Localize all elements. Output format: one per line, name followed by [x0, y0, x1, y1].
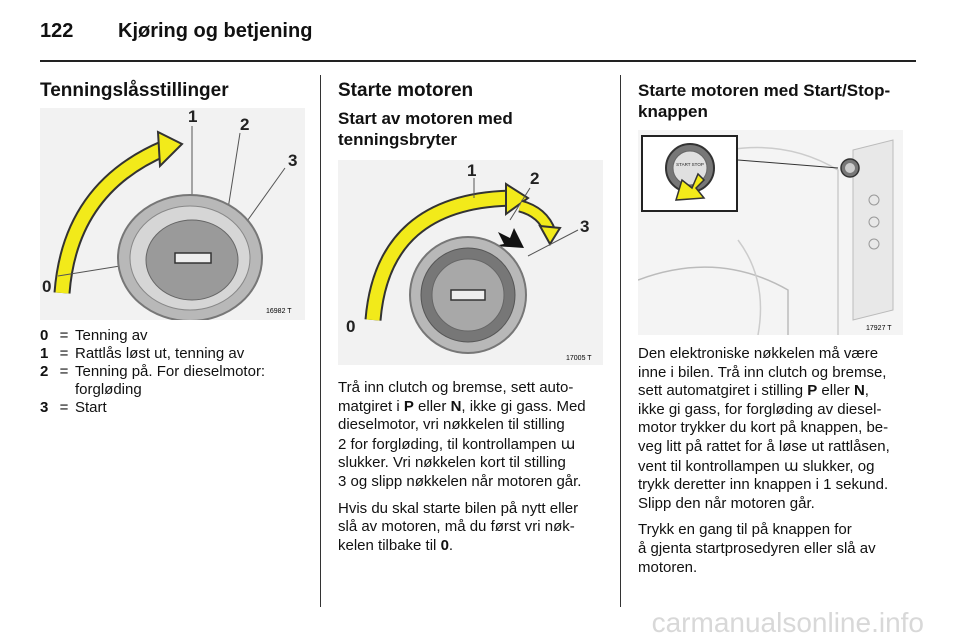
arrow-arc [366, 191, 514, 321]
key-slot [174, 252, 212, 264]
start-arrow-head [538, 224, 562, 246]
dash-outline [727, 146, 839, 335]
pointer-line [737, 159, 839, 169]
text-line: slukker, og [802, 457, 875, 475]
arrow-head [156, 130, 184, 169]
legend-item: 1=Rattlås løst ut, tenning av [40, 345, 245, 362]
press-arrow [674, 172, 706, 201]
text-line: motor trykker du kort på knappen, be- [638, 419, 889, 437]
glow-plug-icon: ɯ [560, 434, 576, 453]
figure-code: 17005 T [566, 355, 592, 362]
start-stop-button-text: START STOP [676, 162, 704, 167]
middle-paragraph-2: Hvis du skal starte bilen på nytt eller … [338, 500, 608, 556]
column-divider-2 [620, 75, 621, 607]
figure-label-2: 2 [240, 115, 249, 134]
figure-label-0: 0 [346, 317, 355, 336]
legend-item: 2=Tenning på. For dieselmotor: forglødin… [40, 363, 266, 398]
arrow-arc [55, 142, 168, 294]
pointer-line-3 [527, 229, 579, 257]
figure-code: 16982 T [266, 308, 292, 315]
text-line: å gjenta startprosedyren eller slå av [638, 539, 876, 557]
figure-label-0: 0 [42, 277, 51, 296]
text-line: vent til kontrollampen [638, 457, 780, 475]
arrow-head [505, 182, 530, 216]
text-line: kelen tilbake til 0. [338, 536, 454, 554]
figure-label-3: 3 [580, 217, 589, 236]
watermark: carmanualsonline.info [651, 607, 924, 638]
text-line: motoren. [638, 558, 698, 576]
text-line: 3 og slipp nøkkelen når motoren går. [338, 472, 582, 490]
console-knob [868, 216, 880, 228]
middle-subheading: Start av motoren med tenningsbryter [338, 109, 513, 149]
text-line: inne i bilen. Trå inn clutch og bremse, [638, 363, 887, 381]
ignition-positions-figure: 1 2 3 0 16982 T [40, 108, 305, 320]
middle-body: Trå inn clutch og bremse, sett auto- mat… [338, 379, 608, 563]
text-line: 2 for forgløding, til kontrollampen [338, 435, 557, 453]
right-paragraph-2: Trykk en gang til på knappen for å gjent… [638, 521, 913, 577]
text-line: Slipp den når motoren går. [638, 494, 815, 512]
return-arrow [494, 228, 524, 248]
right-body: Den elektroniske nøkkelen må være inne i… [638, 345, 913, 585]
glow-plug-icon: ɯ [783, 456, 799, 475]
column-outline [737, 239, 762, 335]
text-line: dieselmotor, vri nøkkelen til stilling [338, 416, 565, 434]
column-divider-1 [320, 75, 321, 607]
middle-heading: Starte motoren [338, 80, 474, 101]
text-line: sett automatgiret i stilling P eller N, [638, 382, 869, 400]
text-line: ikke gi gass, for forgløding av diesel- [638, 400, 882, 418]
text-line: trykk deretter inn knappen i 1 sekund. [638, 476, 889, 494]
text-line: Trå inn clutch og bremse, sett auto- [338, 379, 574, 396]
text-line: slå av motoren, må du først vri nøk- [338, 518, 575, 536]
text-line: Hvis du skal starte bilen på nytt eller [338, 499, 579, 517]
console-panel [852, 139, 894, 321]
text-line: veg litt på rattet for å løse ut rattlås… [638, 437, 890, 455]
text-line: slukker. Vri nøkkelen kort til stilling [338, 454, 566, 472]
console-knob [868, 194, 880, 206]
pointer-line-0 [57, 265, 121, 277]
page-title: Kjøring og betjening [118, 20, 313, 42]
console-knob [868, 238, 880, 250]
ignition-start-figure: 1 2 3 0 17005 T [338, 160, 603, 365]
figure-label-3: 3 [288, 151, 297, 170]
figure-label-2: 2 [530, 169, 539, 188]
right-paragraph-1: Den elektroniske nøkkelen må være inne i… [638, 345, 913, 513]
left-heading: Tenningslåsstillinger [40, 80, 229, 101]
legend-item: 0=Tenning av [40, 327, 148, 344]
legend-item: 3=Start [40, 399, 107, 416]
start-stop-figure: START STOP 17927 T [638, 130, 903, 335]
text-line: matgiret i P eller N, ikke gi gass. Med [338, 397, 586, 415]
figure-label-1: 1 [467, 161, 476, 180]
dash-button-face [845, 163, 855, 173]
pointer-line-2 [509, 187, 531, 221]
middle-paragraph-1: Trå inn clutch og bremse, sett auto- mat… [338, 379, 608, 492]
legend-list: 0=Tenning av 1=Rattlås løst ut, tenning … [40, 327, 302, 417]
figure-code: 17927 T [866, 325, 892, 332]
dash-outline [638, 266, 789, 335]
right-heading: Starte motoren med Start/Stop-knappen [638, 81, 891, 121]
key-slot [450, 289, 486, 301]
text-line: Den elektroniske nøkkelen må være [638, 345, 879, 362]
figure-label-1: 1 [188, 108, 197, 126]
text-line: Trykk en gang til på knappen for [638, 521, 852, 539]
page-number: 122 [40, 20, 74, 42]
header-rule [40, 60, 916, 62]
